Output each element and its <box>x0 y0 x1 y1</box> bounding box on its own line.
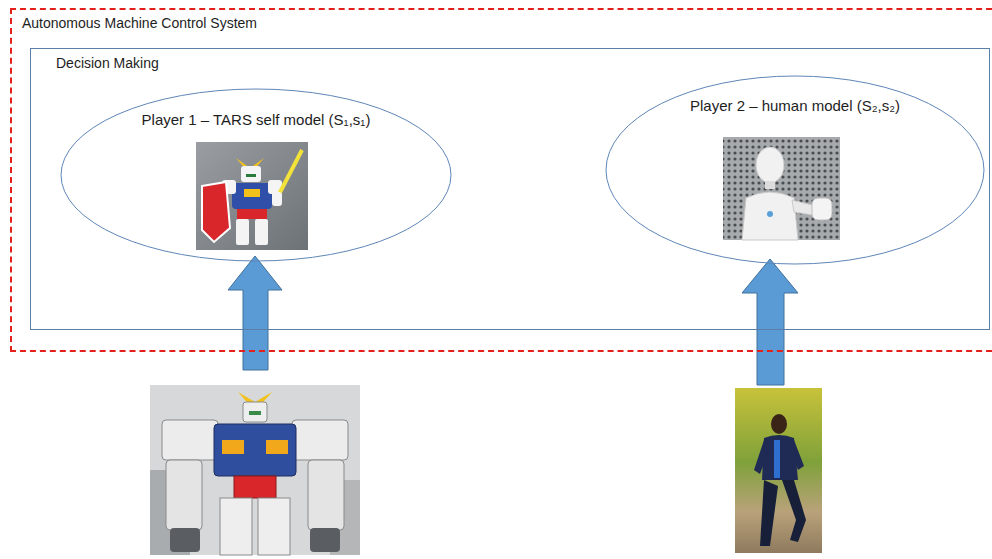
chest-vent <box>266 440 288 454</box>
robot-leg <box>236 219 249 245</box>
robot-hand <box>310 528 340 552</box>
chest-vent <box>244 189 260 197</box>
chest-light <box>767 211 773 217</box>
runner-arm <box>790 440 804 470</box>
robot-shoulder <box>162 420 218 460</box>
humanoid-robot-photo <box>723 137 840 240</box>
chest-vent <box>222 440 244 454</box>
robot-hand <box>272 192 282 206</box>
robot-waist <box>234 476 276 498</box>
player-label: Player 2 – human model (S₂,s₂) <box>690 97 900 115</box>
toy-robot-photo <box>196 142 308 250</box>
block-arrow <box>742 259 798 385</box>
robot-eyes <box>249 411 261 415</box>
panel-title: Decision Making <box>56 55 159 72</box>
photo-sky <box>150 385 360 555</box>
robot-hand <box>170 528 200 552</box>
block-arrow <box>228 256 282 370</box>
ellipse-outline <box>61 89 451 261</box>
robot-head <box>243 402 267 422</box>
robot-chest <box>232 183 272 209</box>
robot-torso <box>742 192 798 240</box>
robot-leg <box>258 498 290 555</box>
runner-arm <box>754 440 770 474</box>
player-label: Player 1 – TARS self model (S₁,s₁) <box>142 111 371 129</box>
ellipse-outline <box>606 76 984 264</box>
robot-statue-photo <box>150 385 360 555</box>
robot-arm <box>166 460 202 530</box>
runner-leg <box>782 480 806 542</box>
decision-panel: Player 1 – TARS self model (S₁,s₁) Player… <box>30 48 990 330</box>
robot-shoulder <box>292 420 348 460</box>
jacket-stripe <box>774 440 780 478</box>
player-ellipse: Player 2 – human model (S₂,s₂) <box>605 75 985 265</box>
robot-leg <box>255 219 268 245</box>
robot-waist <box>237 209 267 219</box>
photo-ground <box>723 137 840 240</box>
runner-leg <box>760 480 778 546</box>
system-boundary: Player 1 – TARS self model (S₁,s₁) Player… <box>10 8 992 352</box>
robot-chest <box>214 424 296 476</box>
robot-shield <box>202 182 230 242</box>
panel-title: Autonomous Machine Control System <box>22 15 257 32</box>
robot-eyes <box>246 174 256 177</box>
robot-head <box>756 147 784 183</box>
player-ellipse: Player 1 – TARS self model (S₁,s₁) <box>60 88 452 262</box>
photo-ground <box>735 388 822 553</box>
robot-head <box>241 166 261 182</box>
robot-leg <box>220 498 252 555</box>
robot-fist <box>812 198 832 220</box>
robot-arm <box>308 460 344 530</box>
runner-jacket <box>762 435 798 480</box>
robot-neck <box>765 181 775 189</box>
runner-head <box>771 414 787 434</box>
photo-ground <box>196 142 308 250</box>
runner-photo <box>735 388 822 553</box>
